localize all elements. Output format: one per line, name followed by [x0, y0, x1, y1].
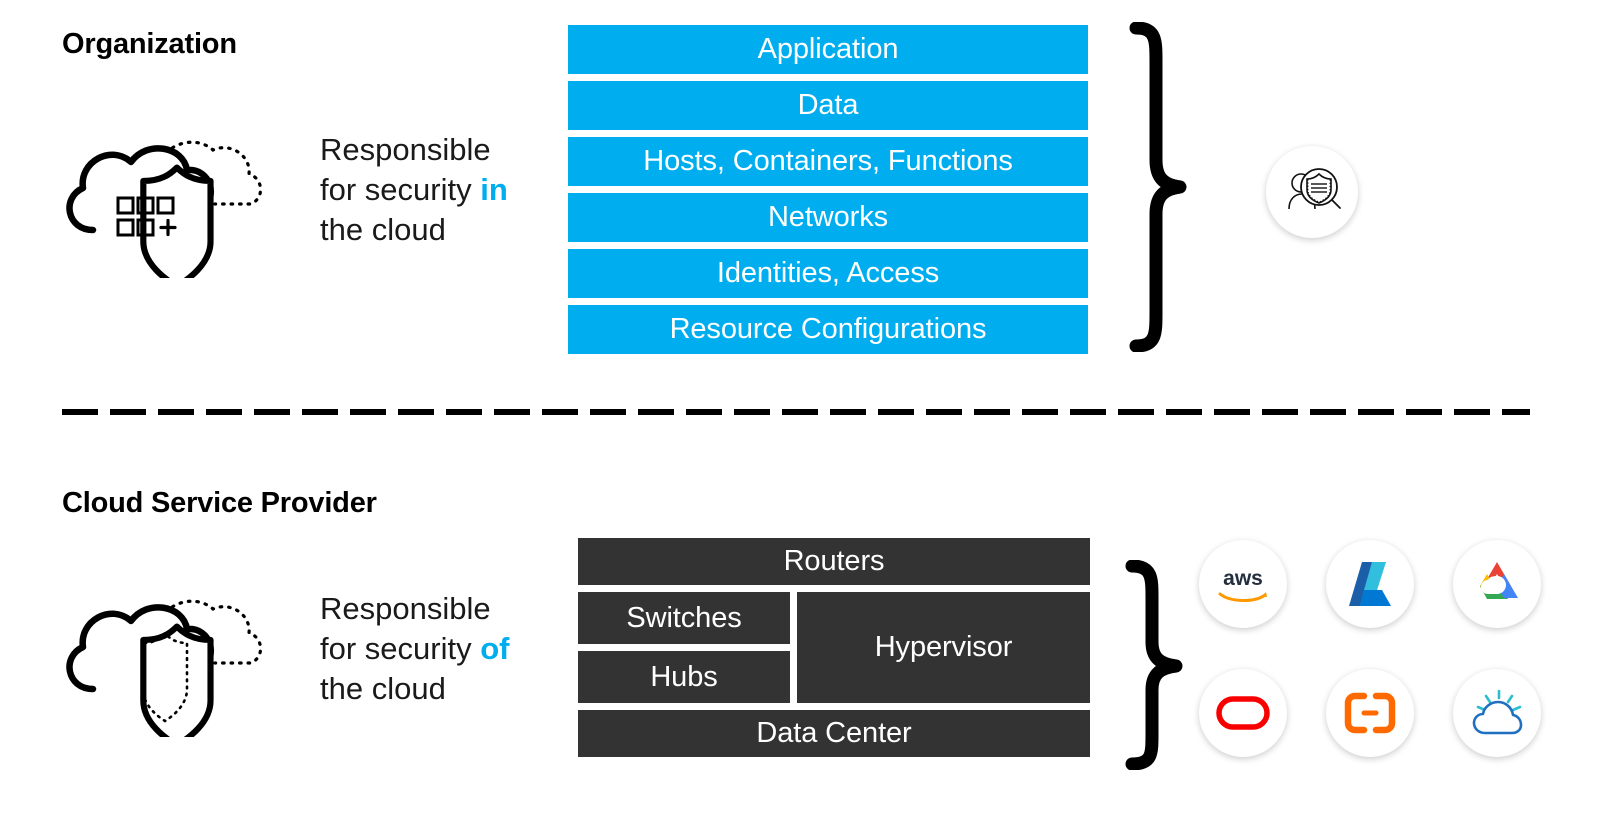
- caption-line-2-prefix: for security: [320, 631, 481, 666]
- provider-badge-google-cloud[interactable]: [1453, 540, 1541, 628]
- google-cloud-logo-icon: [1480, 562, 1518, 599]
- aws-logo-icon: aws: [1218, 567, 1267, 602]
- provider-badge-alibaba-cloud[interactable]: [1326, 669, 1414, 757]
- caption-line-3: the cloud: [320, 212, 446, 247]
- organization-section-title: Organization: [62, 28, 237, 60]
- caption-line-1: Responsible: [320, 591, 491, 626]
- azure-logo-icon: [1349, 562, 1391, 606]
- caption-highlight-in: in: [480, 172, 508, 207]
- caption-line-3: the cloud: [320, 671, 446, 706]
- cloud-service-provider-caption: Responsible for security of the cloud: [320, 589, 550, 709]
- layer-resource-configurations[interactable]: Resource Configurations: [568, 305, 1088, 354]
- ibm-cloud-logo-icon: [1472, 689, 1523, 735]
- layer-switches[interactable]: Switches: [578, 592, 790, 644]
- layer-hypervisor[interactable]: Hypervisor: [797, 592, 1090, 703]
- organization-layer-stack: Application Data Hosts, Containers, Func…: [568, 25, 1088, 354]
- caption-line-1: Responsible: [320, 132, 491, 167]
- shield-magnifier-icon: [1288, 168, 1341, 210]
- organization-brace: [1122, 21, 1198, 357]
- cloud-shield-dotted-icon: [55, 577, 275, 749]
- layer-application[interactable]: Application: [568, 25, 1088, 74]
- provider-badge-aws[interactable]: aws: [1199, 540, 1287, 628]
- organization-caption: Responsible for security in the cloud: [320, 130, 550, 250]
- oracle-logo-icon: [1216, 696, 1270, 730]
- cloud-service-provider-section-title: Cloud Service Provider: [62, 487, 377, 519]
- provider-badge-oracle[interactable]: [1199, 669, 1287, 757]
- layer-data[interactable]: Data: [568, 81, 1088, 130]
- provider-left-column: Switches Hubs: [578, 592, 790, 703]
- provider-middle-row: Switches Hubs Hypervisor: [578, 592, 1090, 703]
- provider-layer-stack: Routers Switches Hubs Hypervisor Data Ce…: [578, 538, 1090, 757]
- alibaba-cloud-logo-icon: [1344, 692, 1396, 734]
- layer-hubs[interactable]: Hubs: [578, 651, 790, 703]
- audit-shield-badge[interactable]: [1266, 146, 1358, 238]
- caption-highlight-of: of: [480, 631, 510, 666]
- caption-line-2-prefix: for security: [320, 172, 481, 207]
- aws-wordmark: aws: [1223, 567, 1263, 590]
- layer-hosts-containers-functions[interactable]: Hosts, Containers, Functions: [568, 137, 1088, 186]
- section-divider: [62, 409, 1530, 415]
- cloud-shield-grid-icon: [55, 118, 275, 290]
- layer-routers[interactable]: Routers: [578, 538, 1090, 585]
- provider-badge-azure[interactable]: [1326, 540, 1414, 628]
- layer-data-center[interactable]: Data Center: [578, 710, 1090, 757]
- layer-identities-access[interactable]: Identities, Access: [568, 249, 1088, 298]
- provider-brace: [1122, 559, 1198, 775]
- layer-networks[interactable]: Networks: [568, 193, 1088, 242]
- provider-badge-ibm-cloud[interactable]: [1453, 669, 1541, 757]
